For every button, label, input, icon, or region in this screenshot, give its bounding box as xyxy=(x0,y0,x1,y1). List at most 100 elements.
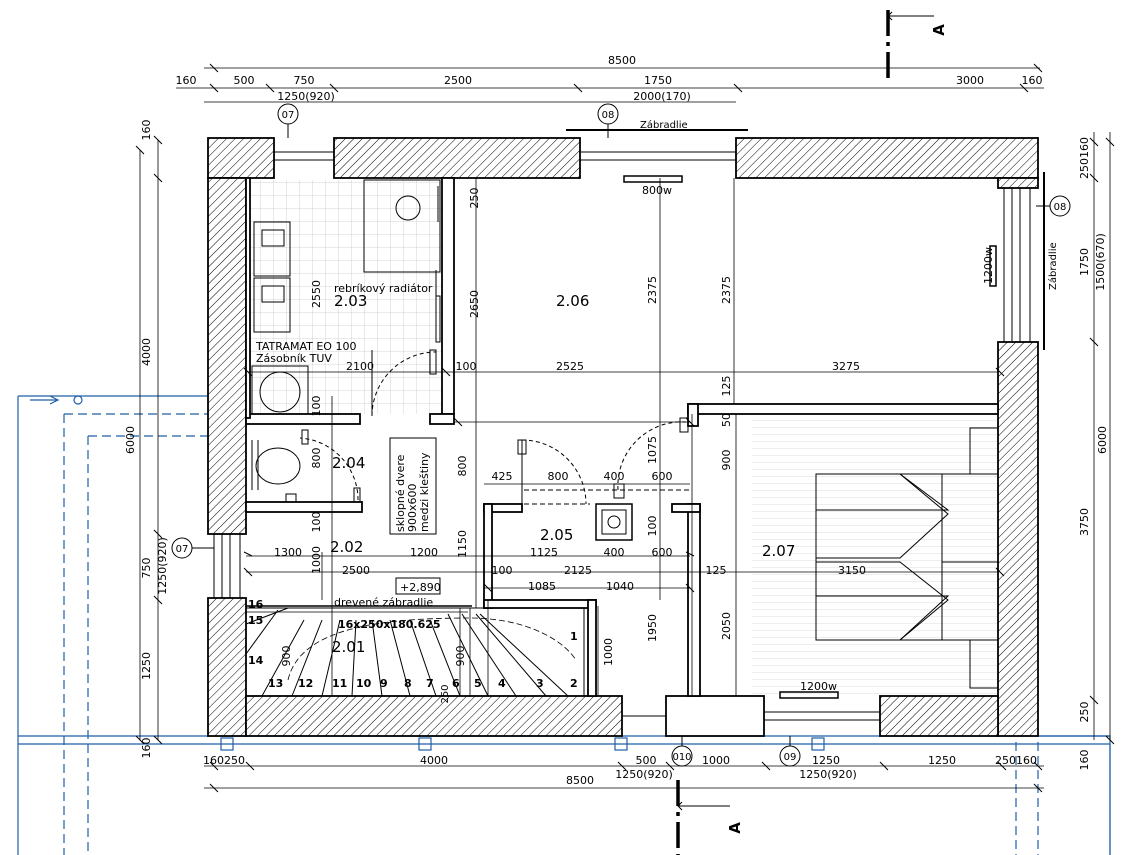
heater-bottom: 1200w xyxy=(800,680,837,693)
dim-250b: 250 xyxy=(440,684,451,703)
window-tag-08-right: 08 xyxy=(1054,202,1067,213)
note-zabradlie-right: Zábradlie xyxy=(1047,242,1059,290)
dim-bottom-1250-920b: 1250(920) xyxy=(799,768,857,781)
section-mark-bottom: A xyxy=(726,822,744,834)
dims-right: 250160 1750 1500(670) 6000 3750 250 160 xyxy=(1078,137,1109,771)
dim-250: 250 xyxy=(468,188,481,209)
room-labels: 2.03 2.06 2.04 2.02 2.05 2.07 2.01 xyxy=(330,292,795,656)
note-drevene-zabradlie: drevené zábradlie xyxy=(334,596,433,609)
note-sklopne-2: 900x600 xyxy=(406,483,419,532)
dim-2550: 2550 xyxy=(310,280,323,308)
dim-600b: 600 xyxy=(652,546,673,559)
stair-step-numbers: 1 2 3 4 5 6 7 8 9 10 11 12 13 14 15 16 xyxy=(248,598,578,690)
dim-2125: 2125 xyxy=(564,564,592,577)
note-radiator: rebríkový radiátor xyxy=(334,282,433,295)
fixtures xyxy=(251,175,999,699)
dim-1125: 1125 xyxy=(530,546,558,559)
dim-right-160: 160 xyxy=(1078,750,1091,771)
step-15: 15 xyxy=(248,614,263,627)
stair-spec: 16x250x180.625 xyxy=(338,618,441,631)
heater-right: 1200w xyxy=(982,247,995,284)
dim-2100: 2100 xyxy=(346,360,374,373)
room-2-02: 2.02 xyxy=(330,538,363,556)
step-1: 1 xyxy=(570,630,578,643)
room-2-06: 2.06 xyxy=(556,292,589,310)
dims-inner: 250 2650 2375 2375 2550 2100 100 2525 32… xyxy=(274,188,866,704)
dim-50: 50 xyxy=(720,413,733,427)
window-tag-labels: 07 08 08 07 010 09 xyxy=(176,110,1067,763)
dim-1075: 1075 xyxy=(646,436,659,464)
step-2: 2 xyxy=(570,677,578,690)
dim-100d: 100 xyxy=(646,516,659,537)
dims-left: 160 4000 6000 750 1250(920) 1250 160 xyxy=(124,120,169,759)
dim-1200: 1200 xyxy=(410,546,438,559)
dim-425: 425 xyxy=(492,470,513,483)
dim-bottom-1250b: 1250 xyxy=(928,754,956,767)
dim-right-250-160: 250160 xyxy=(1078,137,1091,179)
dims-top: 8500 160 500 750 2500 1750 3000 160 1250… xyxy=(176,54,1043,103)
dim-1040: 1040 xyxy=(606,580,634,593)
section-mark-top: A xyxy=(930,24,948,36)
window-tag-07-top: 07 xyxy=(282,110,295,121)
dim-2650: 2650 xyxy=(468,290,481,318)
dim-900c: 900 xyxy=(454,646,467,667)
outer-walls xyxy=(207,137,1039,737)
plan-notes: rebríkový radiátor TATRAMAT EO 100 Zásob… xyxy=(255,119,1059,693)
dim-top-2000-170: 2000(170) xyxy=(633,90,691,103)
dim-800b: 800 xyxy=(456,456,469,477)
step-8: 8 xyxy=(404,677,412,690)
step-12: 12 xyxy=(298,677,313,690)
dim-1000b: 1000 xyxy=(602,638,615,666)
dim-bottom-1250-920a: 1250(920) xyxy=(615,768,673,781)
step-10: 10 xyxy=(356,677,372,690)
dim-400b: 400 xyxy=(604,546,625,559)
note-tatramat: TATRAMAT EO 100 xyxy=(255,340,356,353)
dim-bottom-160-250: 160250 xyxy=(203,754,245,767)
room-2-07: 2.07 xyxy=(762,542,795,560)
dim-1085: 1085 xyxy=(528,580,556,593)
step-6: 6 xyxy=(452,677,460,690)
dim-100b: 100 xyxy=(310,396,323,417)
window-openings xyxy=(213,129,1045,728)
dim-bottom-250-160: 250160 xyxy=(995,754,1037,767)
dim-125a: 125 xyxy=(720,376,733,397)
bedroom-floor xyxy=(752,414,998,696)
dim-800c: 800 xyxy=(548,470,569,483)
dim-100c: 100 xyxy=(310,512,323,533)
heater-top: 800w xyxy=(642,184,672,197)
dims-bottom: 160250 4000 500 1250(920) 1000 1250 1250… xyxy=(203,754,1037,787)
section-marks xyxy=(676,10,934,855)
dim-1000a: 1000 xyxy=(310,546,323,574)
dim-bottom-1000: 1000 xyxy=(702,754,730,767)
dim-bottom-1250a: 1250 xyxy=(812,754,840,767)
dim-right-3750: 3750 xyxy=(1078,508,1091,536)
dim-left-6000: 6000 xyxy=(124,426,137,454)
dim-bottom-total: 8500 xyxy=(566,774,594,787)
window-tags xyxy=(171,103,1071,767)
dim-top-160a: 160 xyxy=(176,74,197,87)
staircase xyxy=(245,605,585,697)
dim-top-3000: 3000 xyxy=(956,74,984,87)
dim-right-1500-670: 1500(670) xyxy=(1094,233,1107,291)
window-tag-09: 09 xyxy=(784,752,797,763)
dimension-lines xyxy=(135,63,1115,793)
dim-800a: 800 xyxy=(310,448,323,469)
dim-top-1750: 1750 xyxy=(644,74,672,87)
dim-left-4000: 4000 xyxy=(140,338,153,366)
window-tag-07-left: 07 xyxy=(176,544,189,555)
room-2-01: 2.01 xyxy=(332,638,365,656)
dim-top-total: 8500 xyxy=(608,54,636,67)
dim-left-1250: 1250 xyxy=(140,652,153,680)
dim-900b: 900 xyxy=(280,646,293,667)
dim-left-160: 160 xyxy=(140,120,153,141)
dim-600a: 600 xyxy=(652,470,673,483)
window-tag-08-top: 08 xyxy=(602,110,615,121)
dim-400a: 400 xyxy=(604,470,625,483)
dim-2050: 2050 xyxy=(720,612,733,640)
dim-125b: 125 xyxy=(706,564,727,577)
dim-2375a: 2375 xyxy=(646,276,659,304)
note-sklopne-3: medzi kleštiny xyxy=(418,452,431,532)
inner-walls xyxy=(245,177,999,697)
note-zabradlie-top: Zábradlie xyxy=(640,119,688,131)
